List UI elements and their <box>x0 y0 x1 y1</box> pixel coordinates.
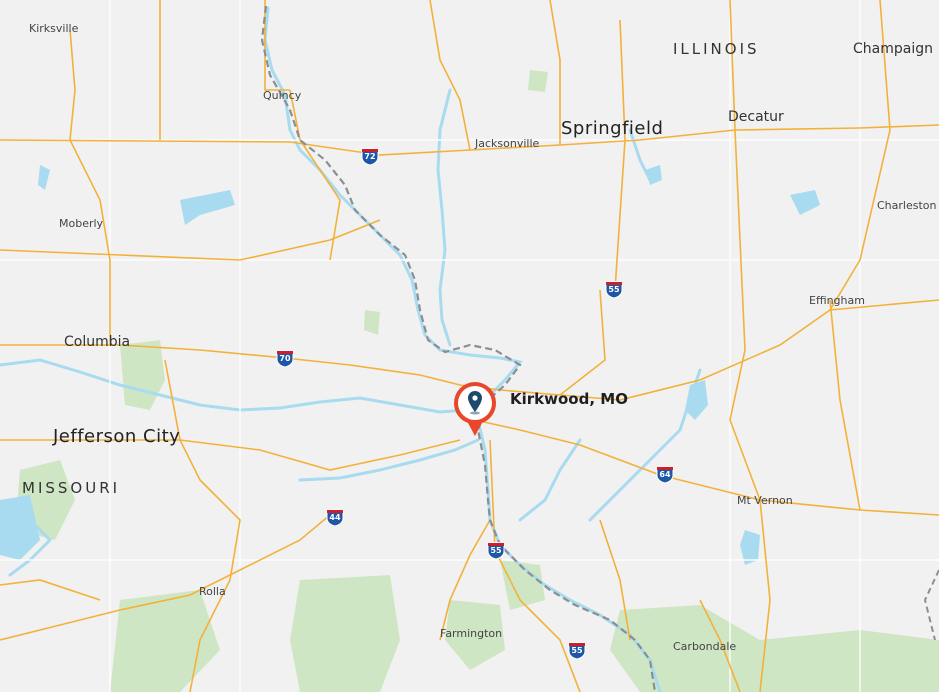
city-label-mt-vernon: Mt Vernon <box>737 494 793 507</box>
interstate-number: 55 <box>490 546 502 555</box>
city-label-charleston: Charleston <box>877 199 937 212</box>
interstate-number: 44 <box>329 513 341 522</box>
interstate-70-shield: 70 <box>276 349 294 367</box>
interstate-number: 72 <box>364 152 376 161</box>
city-label-champaign: Champaign <box>853 41 933 57</box>
city-label-jacksonville: Jacksonville <box>475 137 540 150</box>
interstate-44-shield: 44 <box>326 508 344 526</box>
interstate-55-north-shield: 55 <box>605 280 623 298</box>
city-label-rolla: Rolla <box>199 585 226 598</box>
lakes <box>0 165 820 565</box>
location-marker[interactable] <box>452 380 498 438</box>
interstate-72-shield: 72 <box>361 147 379 165</box>
city-label-springfield: Springfield <box>561 118 664 139</box>
interstate-number: 70 <box>279 354 291 363</box>
location-pin-icon <box>453 382 497 436</box>
city-label-effingham: Effingham <box>809 294 865 307</box>
interstate-55-far-south-shield: 55 <box>568 641 586 659</box>
city-label-decatur: Decatur <box>728 109 784 125</box>
city-label-quincy: Quincy <box>263 89 302 102</box>
interstate-number: 55 <box>571 646 583 655</box>
state-border-line <box>260 5 657 692</box>
city-label-farmington: Farmington <box>440 627 503 640</box>
city-label-carbondale: Carbondale <box>673 640 737 653</box>
location-marker-label: Kirkwood, MO <box>510 390 628 408</box>
interstate-number: 55 <box>608 285 620 294</box>
interstate-55-south-shield: 55 <box>487 541 505 559</box>
city-label-kirksville: Kirksville <box>29 22 79 35</box>
city-label-jefferson-city: Jefferson City <box>53 426 181 447</box>
city-label-columbia: Columbia <box>64 334 131 350</box>
city-label-moberly: Moberly <box>59 217 104 230</box>
state-label-illinois: ILLINOIS <box>673 40 760 58</box>
interstate-64-shield: 64 <box>656 465 674 483</box>
interstate-number: 64 <box>659 470 671 479</box>
state-label-missouri: MISSOURI <box>22 479 121 497</box>
